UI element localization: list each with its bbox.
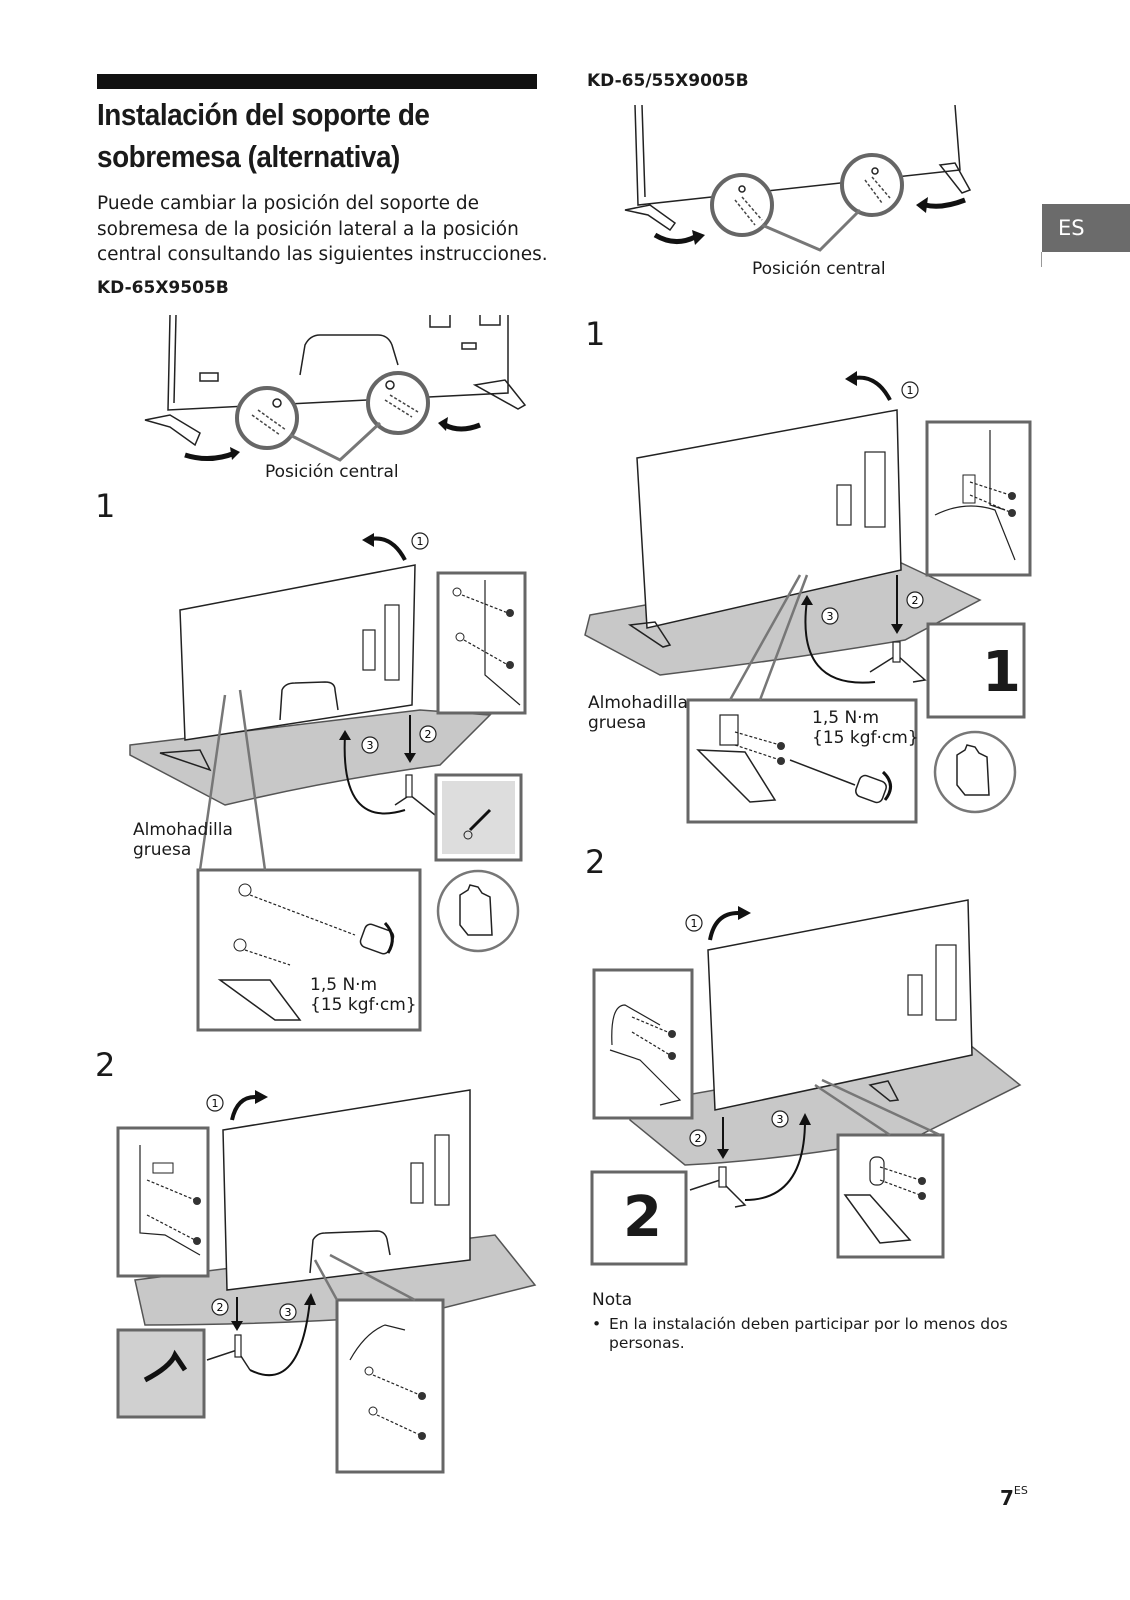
step2-illustration-left: 1 2 3 [116,1089,537,1474]
big-step-number-right-2: 2 [623,1185,662,1250]
note-item: En la instalación deben participar por l… [592,1315,1032,1353]
callout-rotate-left-1: 1 [417,535,424,548]
overview-illustration-right [624,104,972,252]
callout-raise-right-2: 3 [777,1113,784,1126]
step-1-number-right: 1 [585,315,606,353]
overview-caption-left: Posición central [265,462,399,482]
step-1-number-left: 1 [95,487,116,525]
step1-illustration-left: 1 3 2 [129,532,527,1032]
title-rule [97,74,537,89]
language-tab-divider [1041,252,1042,267]
callout-raise-left-2: 3 [285,1306,292,1319]
callout-lower-right-1: 2 [912,594,919,607]
note-heading: Nota [592,1290,633,1310]
step1-illustration-right: 1 2 3 [584,371,1032,824]
callout-raise-left-1: 3 [367,739,374,752]
callout-rotate-right-2: 1 [691,917,698,930]
big-step-number-right-1: 1 [982,640,1021,705]
page-number: 7ES [1000,1484,1028,1510]
step-2-number-right: 2 [585,843,606,881]
language-tab: ES [1042,204,1130,252]
intro-paragraph: Puede cambiar la posición del soporte de… [97,193,548,265]
pad-label-left-1: Almohadilla gruesa [133,820,233,860]
step-2-number-left: 2 [95,1046,116,1084]
callout-rotate-left-2: 1 [212,1097,219,1110]
torque-label-right: 1,5 N·m {15 kgf·cm} [812,708,919,748]
callout-rotate-right-1: 1 [907,384,914,397]
callout-lower-left-1: 2 [425,728,432,741]
callout-raise-right-1: 3 [827,610,834,623]
callout-lower-right-2: 2 [695,1132,702,1145]
note-list: En la instalación deben participar por l… [592,1315,1032,1353]
callout-lower-left-2: 2 [217,1301,224,1314]
model-label-left: KD-65X9505B [97,278,229,298]
step2-illustration-right: 1 2 3 [590,899,1022,1266]
model-label-right: KD-65/55X9005B [587,71,749,91]
page-title: Instalación del soporte de sobremesa (al… [97,97,430,174]
pad-label-right-1: Almohadilla gruesa [588,693,688,733]
overview-illustration-left [144,314,527,462]
overview-caption-right: Posición central [752,259,886,279]
torque-label-left: 1,5 N·m {15 kgf·cm} [310,975,417,1015]
